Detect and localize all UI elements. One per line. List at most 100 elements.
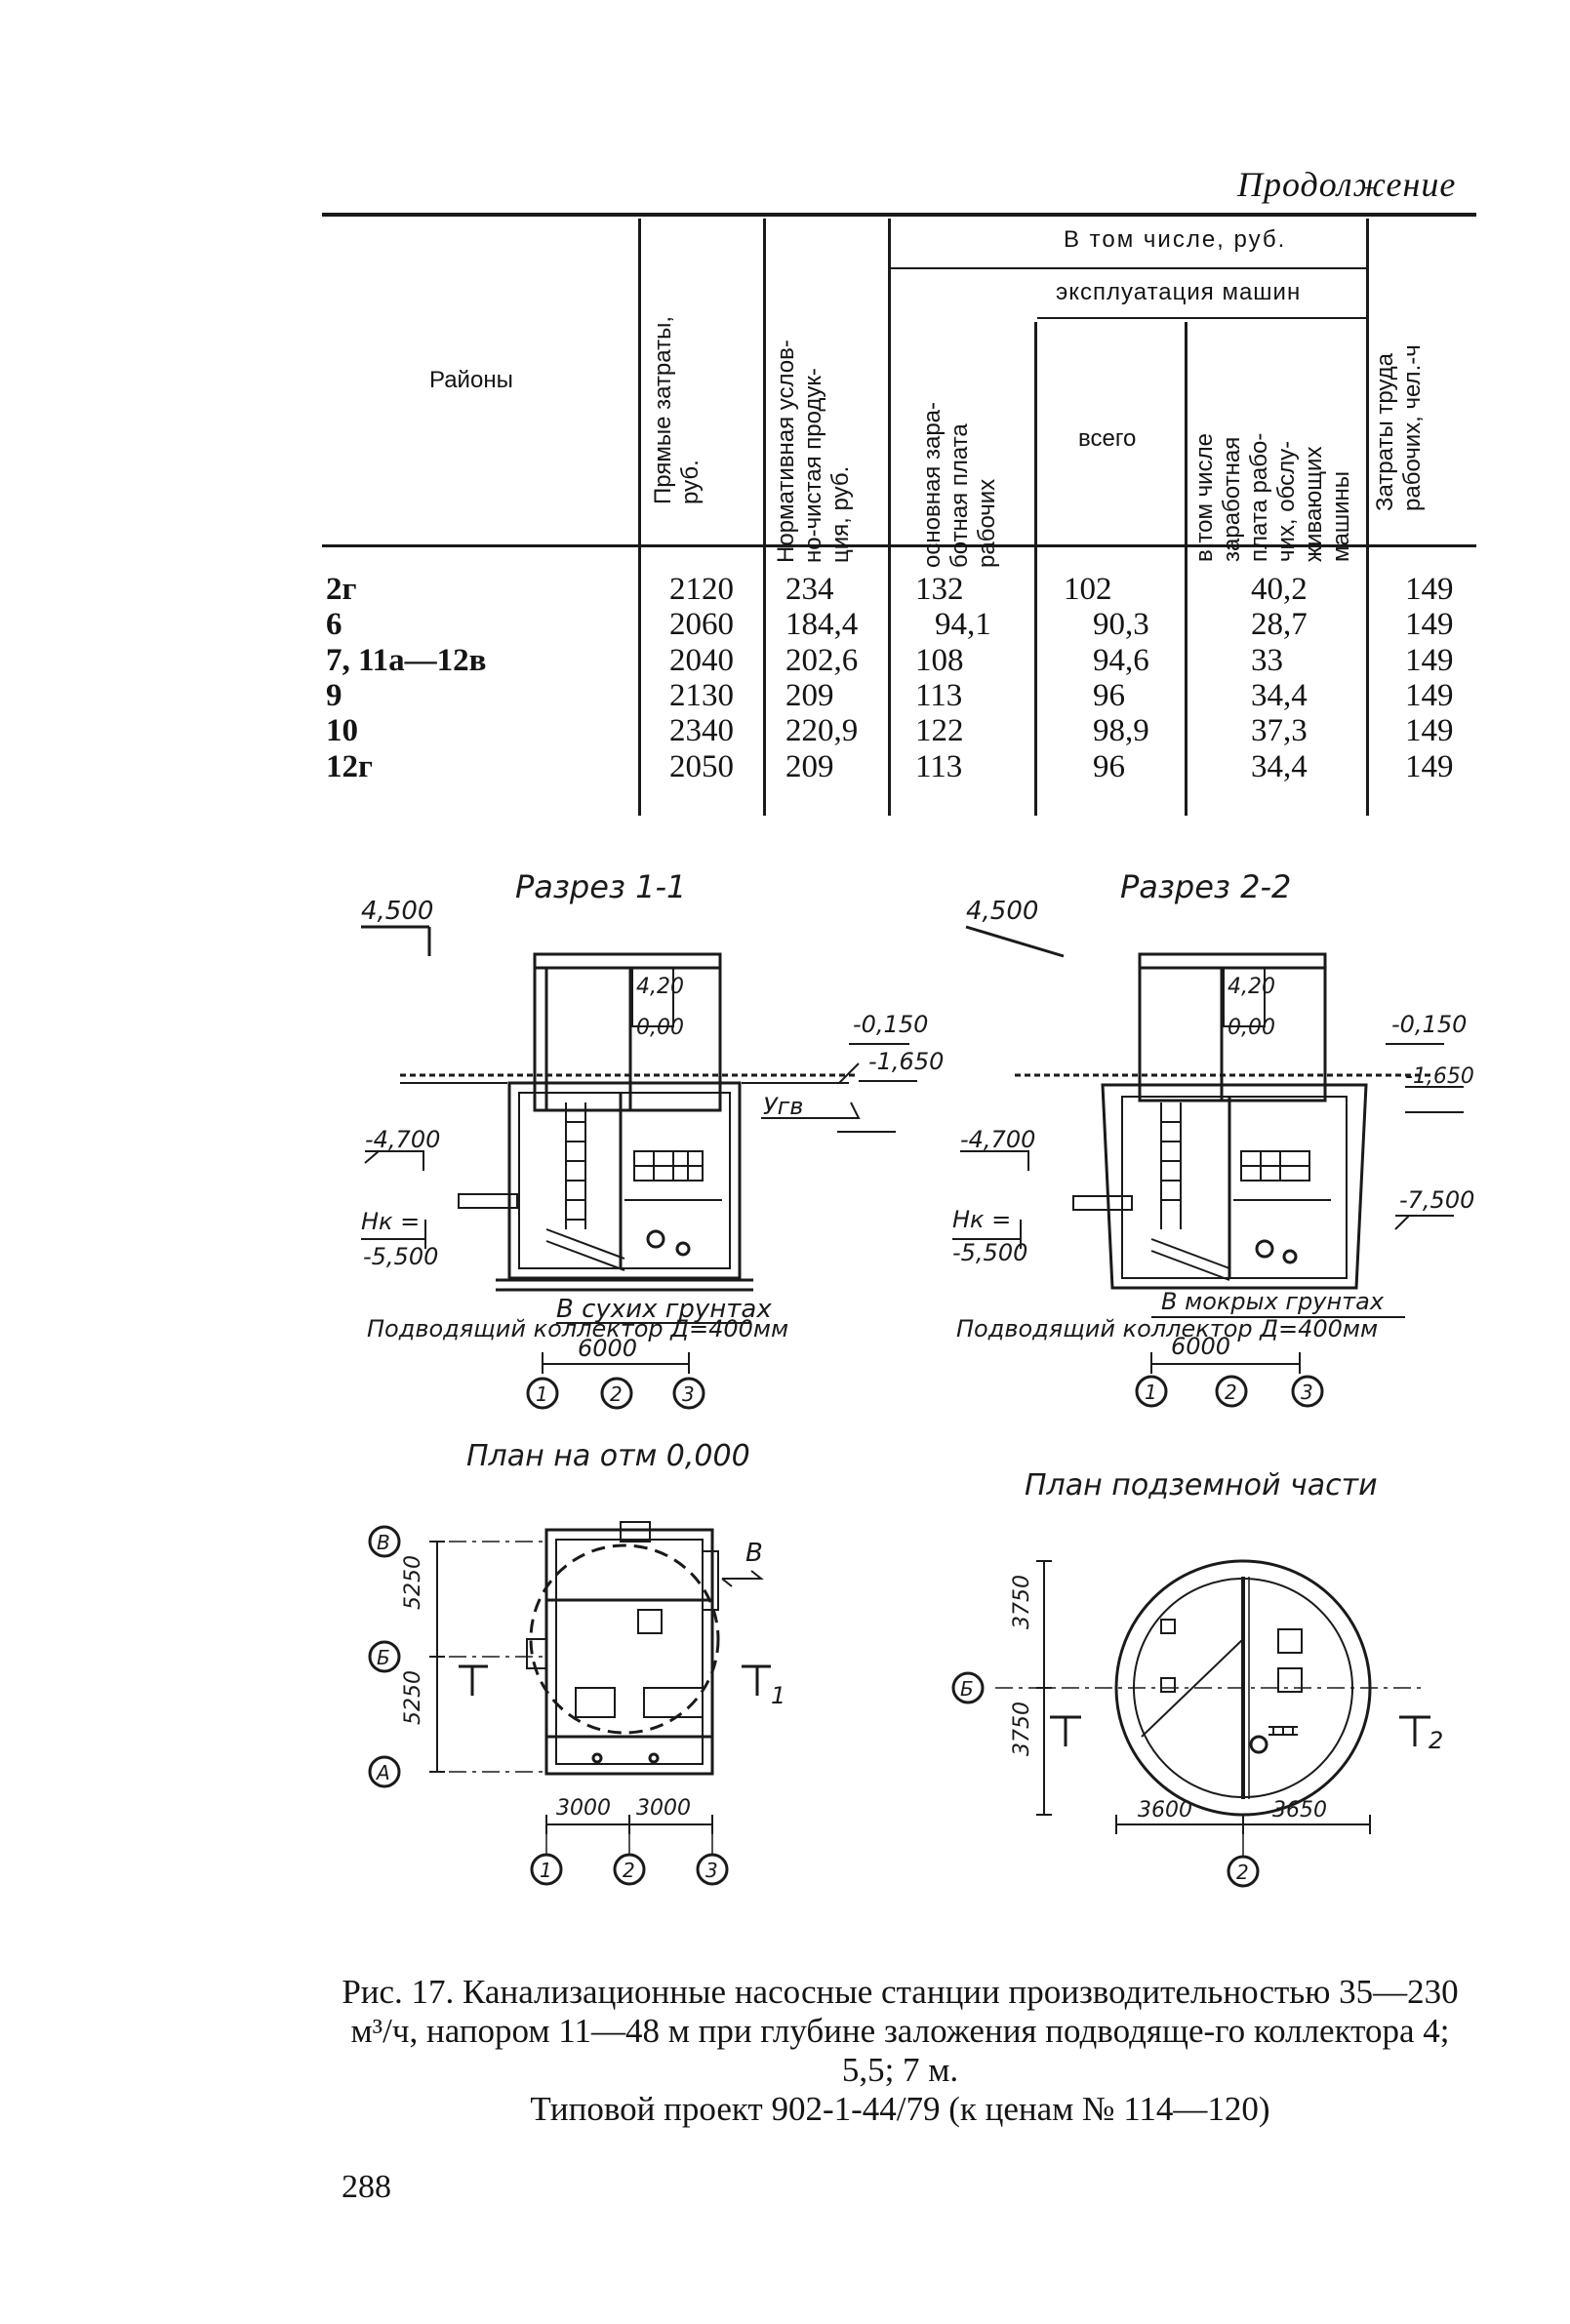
cost-table: Районы В том числе, руб. эксплуатация ма… (322, 213, 1476, 818)
col-divider (763, 219, 766, 816)
drawing-label: Б (377, 1646, 390, 1669)
row5-labor: 149 (1405, 713, 1454, 748)
row4-wage: 113 (915, 678, 963, 713)
header-labor: Затраты труда рабочих, чел.-ч (1372, 344, 1426, 511)
row6-wage: 113 (915, 749, 963, 784)
drawing-label: А (375, 1761, 390, 1784)
row1-region: 2г (326, 572, 357, 607)
drawing-label: 3750 (1010, 1575, 1034, 1629)
header-including: В том числе, руб. (1064, 226, 1287, 253)
drawing-label: Б (960, 1677, 974, 1701)
drawing-label: В мокрых грунтах (1161, 1288, 1385, 1315)
drawing-label: 2 (610, 1382, 623, 1406)
drawing-label: -4,700 (365, 1126, 440, 1153)
drawing-label: 1 (540, 1859, 552, 1882)
section-1-drawing: Разрез 1-1 4,500 4,20 0,00 (361, 868, 944, 1410)
plan-underground-title: План подземной части (1025, 1468, 1378, 1503)
row4-region: 9 (326, 678, 342, 713)
table-header-rule (322, 544, 1476, 547)
drawing-label: -5,500 (363, 1243, 438, 1270)
continuation-label: Продолжение (1237, 165, 1457, 204)
row5-output: 220,9 (785, 713, 859, 748)
col-divider (1185, 322, 1188, 816)
row5-region: 10 (326, 713, 358, 748)
row2-labor: 149 (1405, 607, 1454, 642)
row2-wage: 94,1 (935, 607, 991, 642)
drawing-label: Подводящий коллектор Д=400мм (367, 1315, 788, 1342)
drawing-label: 1 (771, 1682, 785, 1709)
drawing-label: 1 (536, 1382, 548, 1406)
caption-line-2: Типовой проект 902-1-44/79 (к ценам № 11… (530, 2090, 1270, 2128)
row4-output: 209 (785, 678, 834, 713)
drawing-label: 0,00 (1228, 1016, 1275, 1040)
drawing-label: В сухих грунтах (556, 1295, 772, 1324)
row3-labor: 149 (1405, 643, 1454, 678)
drawing-label: -1,650 (868, 1048, 944, 1075)
drawing-label: 3 (705, 1859, 718, 1882)
row2-direct: 2060 (669, 607, 734, 642)
engineering-drawings: Разрез 1-1 4,500 4,20 0,00 (361, 868, 1474, 1888)
drawing-label: 2 (1236, 1861, 1249, 1884)
figure-caption: Рис. 17. Канализационные насосные станци… (322, 1973, 1478, 2129)
row2-region: 6 (326, 607, 342, 642)
row6-labor: 149 (1405, 749, 1454, 784)
drawing-label: Угв (763, 1093, 803, 1120)
row3-wage: 108 (915, 643, 964, 678)
row3-direct: 2040 (669, 643, 734, 678)
drawing-label: Подводящий коллектор Д=400мм (956, 1315, 1378, 1342)
row4-labor: 149 (1405, 678, 1454, 713)
section-2-drawing: Разрез 2-2 4,500 4,20 0,00 -0,150 -1,650… (952, 868, 1474, 1408)
drawing-label: 4,20 (1228, 975, 1275, 999)
row2-output: 184,4 (785, 607, 859, 642)
row4-machine-wage: 34,4 (1251, 678, 1308, 713)
row1-output: 234 (785, 572, 834, 607)
row3-output: 202,6 (785, 643, 859, 678)
drawing-label: 3000 (556, 1796, 611, 1821)
col-divider (638, 219, 641, 816)
row1-wage: 132 (915, 572, 964, 607)
row6-output: 209 (785, 749, 834, 784)
col-divider (888, 219, 891, 816)
drawing-label: Hк = (361, 1208, 420, 1235)
drawing-label: 5250 (401, 1670, 425, 1725)
subheader-rule-2 (1037, 317, 1367, 319)
drawing-label: 2 (1225, 1381, 1237, 1404)
drawing-label: -0,150 (853, 1011, 928, 1038)
drawing-label: 1 (1145, 1381, 1157, 1404)
row1-labor: 149 (1405, 572, 1454, 607)
plan-underground-drawing: План подземной части 3750 3750 Б 2 3600 … (951, 1468, 1443, 1888)
row3-total: 94,6 (1093, 643, 1149, 678)
col-divider (1366, 219, 1369, 816)
row1-direct: 2120 (669, 572, 734, 607)
page-number: 288 (342, 2169, 391, 2205)
row6-total: 96 (1093, 749, 1125, 784)
row2-machine-wage: 28,7 (1251, 607, 1308, 642)
row5-wage: 122 (915, 713, 964, 748)
drawing-label: 3 (1301, 1381, 1313, 1404)
section1-title: Разрез 1-1 (515, 868, 686, 905)
plan-ground-drawing: План на отм 0,000 5250 5250 В Б А В 1 (368, 1439, 785, 1886)
drawing-label: 6000 (1171, 1333, 1230, 1360)
drawing-label: 4,20 (636, 975, 684, 999)
drawing-label: 4,500 (361, 897, 433, 926)
row6-region: 12г (326, 749, 373, 784)
table-top-rule (322, 213, 1476, 217)
header-regions: Районы (429, 367, 513, 393)
drawing-label: -7,500 (1399, 1186, 1474, 1214)
drawing-label: 3750 (1010, 1702, 1034, 1756)
drawing-label: 3000 (636, 1796, 691, 1821)
drawing-label: 5250 (401, 1555, 425, 1610)
drawing-label: 3 (682, 1382, 695, 1406)
header-machine-wage: в том числе заработная плата рабо- чих, … (1191, 432, 1354, 562)
row5-machine-wage: 37,3 (1251, 713, 1308, 748)
drawing-label: 4,500 (966, 897, 1038, 926)
header-total: всего (1078, 425, 1137, 452)
header-normative-output: Нормативная услов- но-чистая продук- ция… (773, 340, 854, 563)
row2-total: 90,3 (1093, 607, 1149, 642)
row6-machine-wage: 34,4 (1251, 749, 1308, 784)
plan-ground-title: План на отм 0,000 (466, 1439, 750, 1473)
row4-direct: 2130 (669, 678, 734, 713)
row6-direct: 2050 (669, 749, 734, 784)
drawing-label: 6000 (578, 1335, 637, 1362)
col-divider (1034, 322, 1037, 816)
